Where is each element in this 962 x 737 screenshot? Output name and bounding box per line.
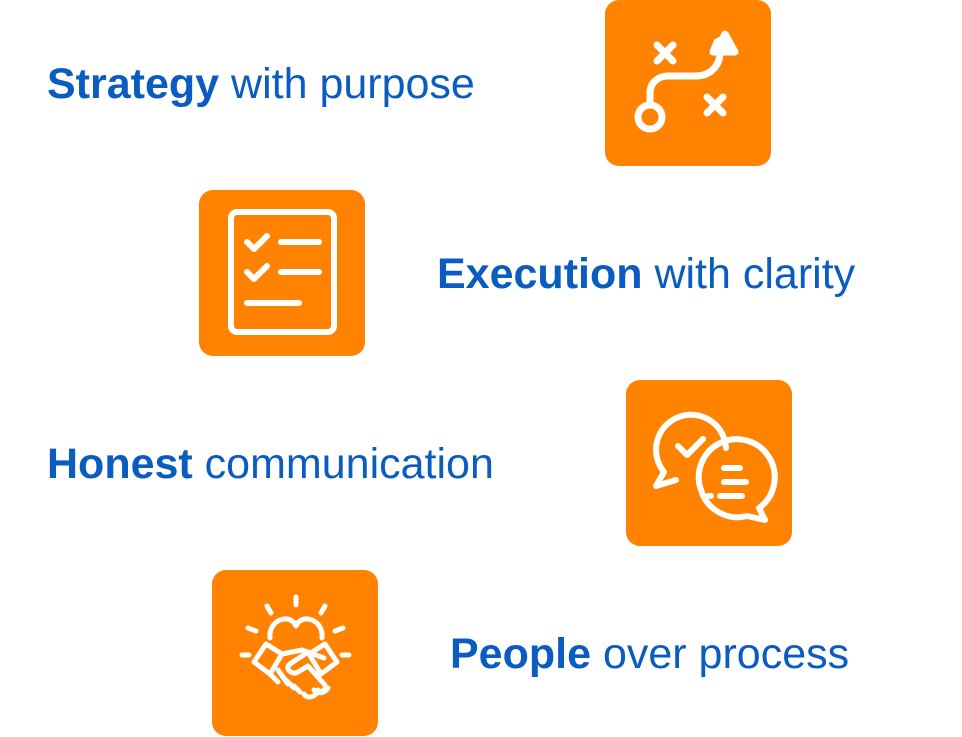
value-execution: Execution with clarity xyxy=(437,253,855,296)
bold-word: Honest xyxy=(47,440,193,488)
handshake-heart-icon xyxy=(212,570,378,736)
strategy-path-icon xyxy=(605,0,771,166)
value-strategy: Strategy with purpose xyxy=(47,63,475,106)
bold-word: People xyxy=(450,630,591,678)
rest-text: over process xyxy=(591,630,850,678)
value-people: People over process xyxy=(450,633,849,676)
rest-text: with clarity xyxy=(642,250,856,298)
rest-text: communication xyxy=(192,440,494,488)
bold-word: Strategy xyxy=(47,60,220,108)
rest-text: with purpose xyxy=(219,60,475,108)
checklist-icon xyxy=(199,190,365,356)
chat-bubbles-icon xyxy=(626,380,792,546)
bold-word: Execution xyxy=(437,250,643,298)
value-honest: Honest communication xyxy=(47,443,494,486)
